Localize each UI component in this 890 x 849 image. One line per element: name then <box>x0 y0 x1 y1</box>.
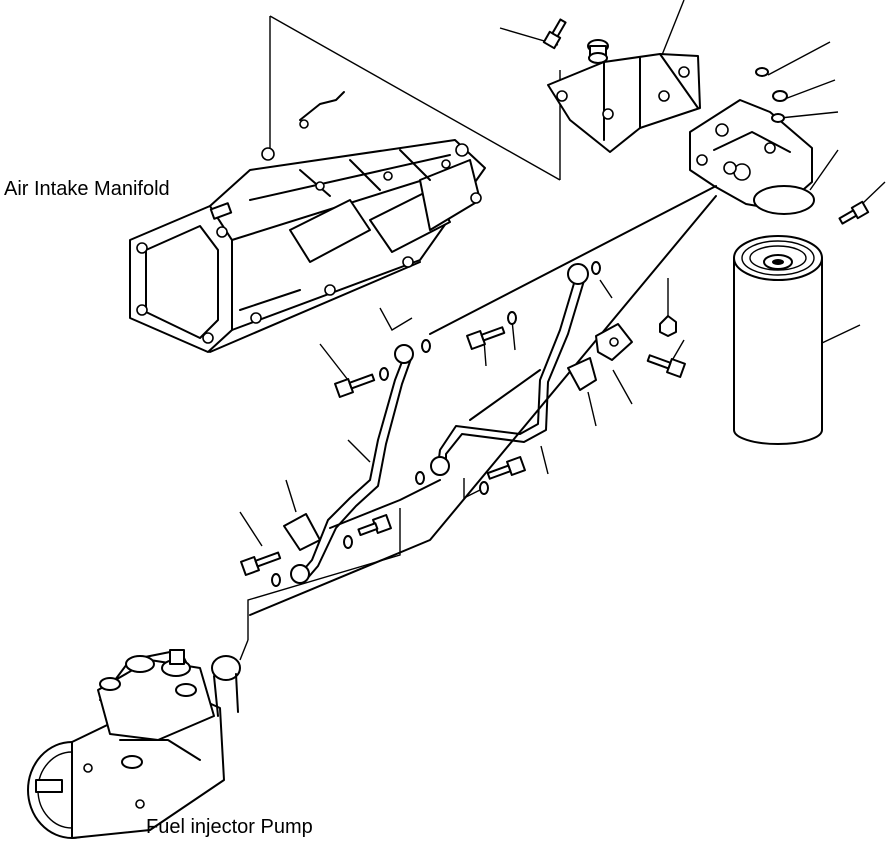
filter-head <box>689 67 815 215</box>
bolt-low-mid <box>486 456 526 480</box>
washer <box>591 261 601 275</box>
bolt-clip <box>646 354 686 378</box>
fuel-lines <box>249 185 717 616</box>
filter-mounting-bracket <box>547 39 701 153</box>
fuel-filter <box>733 235 823 445</box>
air-intake-manifold <box>129 91 486 353</box>
fuel-injector-pump-label: Fuel injector Pump <box>146 816 313 838</box>
hardware <box>240 18 870 587</box>
washer <box>415 471 425 485</box>
washer <box>271 573 281 587</box>
bolt-top <box>542 18 567 50</box>
fuel-injector-pump <box>27 649 241 839</box>
air-intake-manifold-label: Air Intake Manifold <box>4 178 170 200</box>
washer <box>343 535 353 549</box>
washer <box>507 311 517 325</box>
nut <box>659 315 677 337</box>
washer <box>379 367 389 381</box>
bolt-mid <box>466 326 506 350</box>
bolt-low-left <box>240 551 282 576</box>
bolt-near-pump <box>357 514 392 537</box>
bolt-filter-head <box>838 200 870 225</box>
washer <box>421 339 431 353</box>
clamp <box>567 357 597 391</box>
washer <box>479 481 489 495</box>
clamp-lower <box>283 513 321 551</box>
callout-leaders <box>239 0 886 661</box>
bolt-left <box>334 373 376 398</box>
